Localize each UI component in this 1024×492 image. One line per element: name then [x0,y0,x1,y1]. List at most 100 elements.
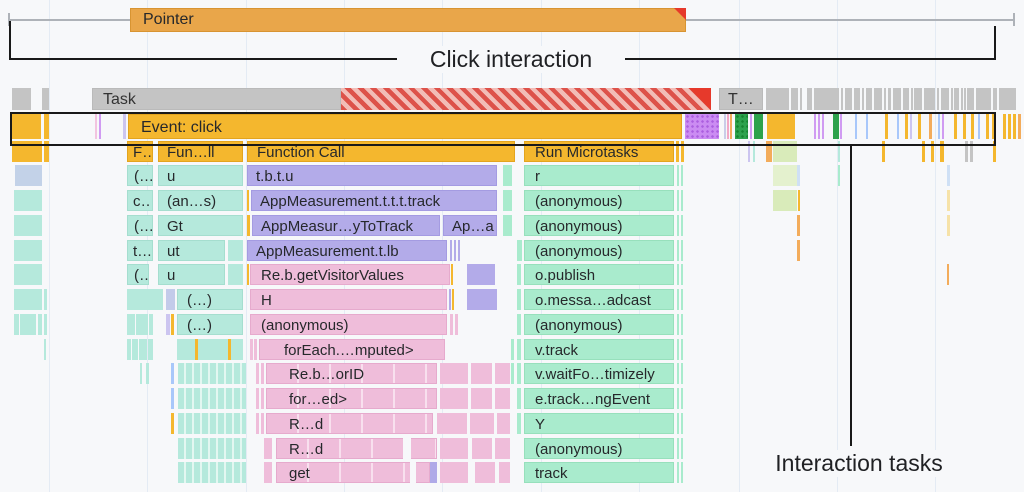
frame-sliver[interactable] [452,289,454,310]
event-sliver[interactable] [910,114,912,139]
frame[interactable]: (… [127,264,149,285]
frame-sliver[interactable] [44,314,47,335]
frame-fragment[interactable] [14,215,42,236]
frame[interactable]: get [276,462,430,483]
event-sliver[interactable] [929,114,932,139]
task-fragment[interactable] [841,88,843,110]
event-sliver[interactable] [833,114,839,139]
event-sliver[interactable] [885,114,888,139]
task-fragment[interactable] [967,88,974,110]
frame-sliver[interactable] [517,240,522,261]
frame-sliver[interactable] [149,314,153,335]
frame-sliver[interactable] [677,438,679,459]
frame[interactable]: (…) [177,314,243,335]
frame-sliver[interactable] [931,141,934,162]
frame-sliver[interactable] [171,388,174,409]
frame-sliver[interactable] [44,289,47,310]
task-fragment[interactable] [791,88,798,110]
frame-sliver[interactable] [127,314,135,335]
frame-sliver[interactable] [503,165,512,186]
frame-sliver[interactable] [503,215,512,236]
frame[interactable]: t.b.t.u [247,165,497,186]
frame[interactable]: (anonymous) [524,438,674,459]
frame[interactable]: R…d [266,413,433,434]
frame-fragment[interactable] [437,413,467,434]
frame-sliver[interactable] [677,215,679,236]
event-violet-block[interactable] [685,114,719,139]
frame-fragment[interactable] [440,363,468,384]
frame-sliver[interactable] [797,240,800,261]
frame-sliver[interactable] [681,314,683,335]
task-fragment[interactable] [924,88,935,110]
frame-sliver[interactable] [517,314,521,335]
frame-sliver[interactable] [922,141,925,162]
frame-sliver[interactable] [247,190,249,211]
frame-sliver[interactable] [677,240,679,261]
frame-sliver[interactable] [511,363,514,384]
event-sliver[interactable] [918,114,921,139]
task-fragment[interactable] [862,88,864,110]
frame[interactable]: AppMeasurement.t.lb [247,240,447,261]
frame[interactable]: H [250,289,447,310]
frame-sliver[interactable] [38,314,42,335]
frame-sliver[interactable] [146,363,149,384]
event-sliver[interactable] [1008,114,1011,139]
frame-sliver[interactable] [254,339,257,360]
frame-sliver[interactable] [970,141,973,162]
frame-fragment[interactable] [14,240,42,261]
event-sliver[interactable] [123,114,126,139]
frame-fragment[interactable] [178,413,246,434]
frame-sliver[interactable] [517,289,521,310]
task-fragment[interactable] [961,88,963,110]
event-sliver[interactable] [818,114,820,139]
frame-sliver[interactable] [681,363,683,384]
frame-sliver[interactable] [677,314,679,335]
frame-fragment[interactable] [14,264,42,285]
frame-sliver[interactable] [261,413,264,434]
frame-sliver[interactable] [454,240,456,261]
frame-function-call[interactable]: Function Call [247,141,515,162]
frame-sliver[interactable] [753,141,755,162]
frame-fragment[interactable] [499,462,510,483]
frame-fragment[interactable] [472,438,492,459]
frame-sliver[interactable] [677,462,679,483]
event-green-block[interactable] [735,114,748,139]
frame-sliver[interactable] [947,264,949,285]
task-fragment[interactable] [954,88,959,110]
frame-sliver[interactable] [139,339,147,360]
frame-sliver[interactable] [677,413,679,434]
frame-fragment[interactable] [440,438,468,459]
frame-sliver[interactable] [136,314,148,335]
frame-fragment[interactable] [127,289,163,310]
task-fragment[interactable] [964,88,966,110]
frame-sliver[interactable] [676,141,679,162]
frame-sliver[interactable] [766,141,772,162]
frame-sliver[interactable] [450,240,452,261]
frame-sliver[interactable] [171,413,174,434]
task-bar[interactable]: Task [92,88,341,110]
frame-sliver[interactable] [965,141,968,162]
long-task-striped-bar[interactable] [341,88,711,110]
frame-fragment[interactable] [495,363,510,384]
event-fragment[interactable] [767,114,795,139]
event-sliver[interactable] [963,114,966,139]
frame[interactable]: Re.b.getVisitorValues [250,264,450,285]
task-fragment[interactable] [884,88,886,110]
frame-sliver[interactable] [681,141,684,162]
frame[interactable]: Re.b…orID [266,363,437,384]
frame-sliver[interactable] [797,165,800,186]
frame[interactable]: (…) [177,289,243,310]
task-fragment[interactable] [845,88,852,110]
frame-sliver[interactable] [458,240,460,261]
frame-sliver[interactable] [517,363,521,384]
frame-fragment[interactable] [475,462,495,483]
frame[interactable]: AppMeasur…yToTrack [252,215,440,236]
frame[interactable]: u [158,165,243,186]
frame-fragment[interactable] [14,190,42,211]
frame-sliver[interactable] [681,339,683,360]
frame-sliver[interactable] [947,215,950,236]
frame[interactable]: (anonymous) [524,314,674,335]
event-sliver[interactable] [730,114,732,139]
frame-sliver[interactable] [681,289,683,310]
task-fragment[interactable] [42,88,49,110]
